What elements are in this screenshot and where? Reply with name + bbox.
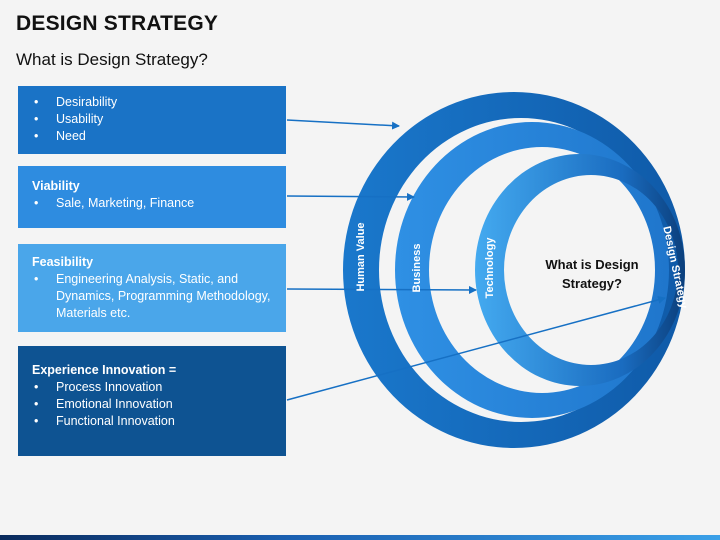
viability-box: Viability Sale, Marketing, Finance	[18, 166, 286, 228]
list-item: Process Innovation	[32, 379, 272, 396]
arrow-experience	[286, 295, 666, 401]
box-heading: Viability	[32, 179, 80, 193]
center-title-line1: What is Design	[545, 257, 638, 272]
page-subtitle: What is Design Strategy?	[16, 50, 208, 69]
list-item: Sale, Marketing, Finance	[32, 195, 272, 212]
list-item: Emotional Innovation	[32, 396, 272, 413]
bottom-accent-bar	[0, 535, 720, 540]
page-title: DESIGN STRATEGY	[16, 12, 219, 35]
box-heading: Experience Innovation =	[32, 363, 177, 377]
list-item: Need	[32, 128, 272, 145]
experience-innovation-box: Experience Innovation = Process Innovati…	[18, 346, 286, 456]
feasibility-box: Feasibility Engineering Analysis, Static…	[18, 244, 286, 332]
human-value-label: Human Value	[355, 222, 367, 291]
desirability-box: Desirability Usability Need	[18, 86, 286, 154]
list-item: Desirability	[32, 94, 272, 111]
arrow-desirability	[286, 119, 400, 130]
arrow-feasibility	[286, 285, 477, 294]
list-item: Usability	[32, 111, 272, 128]
center-title-line2: Strategy?	[562, 276, 622, 291]
list-item: Engineering Analysis, Static, and Dynami…	[32, 271, 272, 322]
box-heading: Feasibility	[32, 255, 94, 269]
arrow-viability	[286, 192, 415, 201]
business-label: Business	[411, 244, 423, 293]
technology-label: Technology	[484, 237, 496, 299]
list-item: Functional Innovation	[32, 413, 272, 430]
